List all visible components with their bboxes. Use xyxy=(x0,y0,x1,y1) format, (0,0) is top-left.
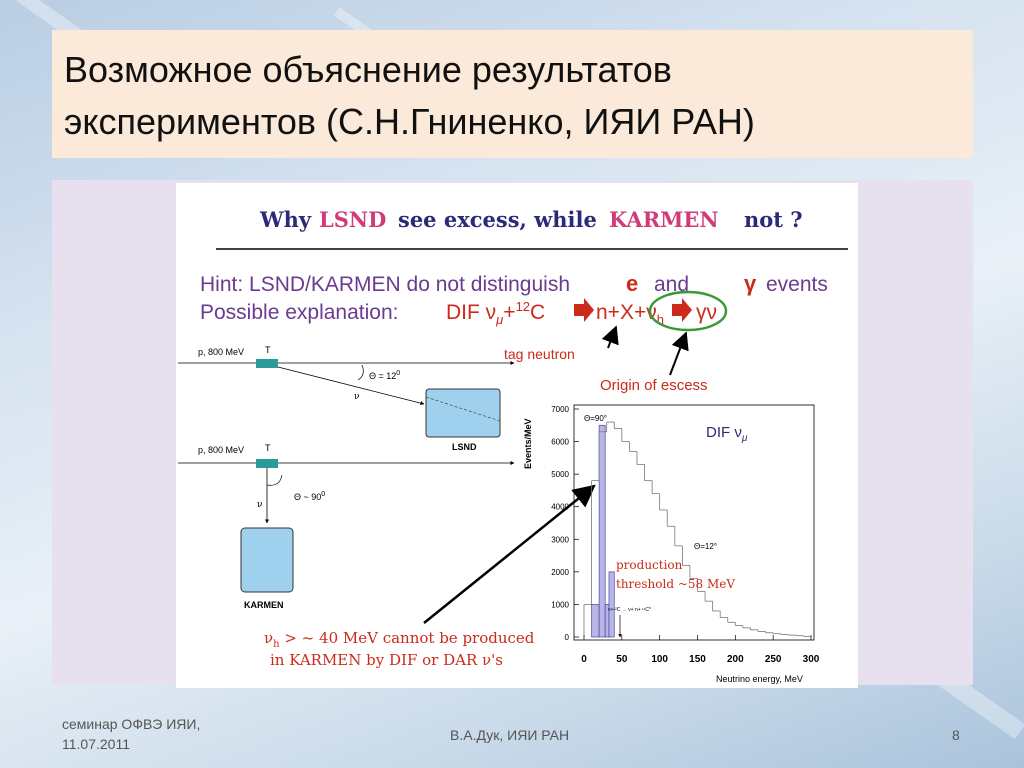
y-tick-label: 0 xyxy=(565,633,570,642)
y-tick-label: 3000 xyxy=(551,535,569,544)
histogram-frame xyxy=(573,404,815,641)
histogram-bar-theta90 xyxy=(608,571,615,638)
x-tick-label: 200 xyxy=(727,654,744,665)
beam1-target-marker: T xyxy=(265,345,271,355)
beam2-nu: ν xyxy=(257,500,262,510)
beam1-label: p, 800 MeV xyxy=(198,347,244,357)
formula-dif: DIF νμ+12C xyxy=(446,299,545,327)
hint-e: e xyxy=(626,271,638,296)
y-tick-label: 2000 xyxy=(551,568,569,577)
x-tick-label: 0 xyxy=(581,654,587,665)
footer-seminar: семинар ОФВЭ ИЯИ, 11.07.2011 xyxy=(62,714,222,754)
beam1-nu-line xyxy=(277,366,425,406)
histogram-xlabel: Neutrino energy, MeV xyxy=(716,674,803,684)
footer-author: В.А.Дук, ИЯИ РАН xyxy=(450,727,570,743)
x-tick-label: 150 xyxy=(689,654,706,665)
hint-and: and xyxy=(654,273,689,296)
page-number: 8 xyxy=(952,727,960,743)
tag-neutron-label: tag neutron xyxy=(504,346,575,362)
histogram-chart: 0 1000 2000 3000 4000 5000 6000 7000 0 50 100 150 20… xyxy=(523,404,820,684)
y-tick-label: 6000 xyxy=(551,438,569,447)
explanation-text: Possible explanation: xyxy=(200,301,398,324)
beam2-target-marker: T xyxy=(265,443,271,453)
dif-label: DIF νμ xyxy=(706,424,748,444)
formula-arrow-1 xyxy=(574,298,594,322)
slide-title: Возможное объяснение результатов экспери… xyxy=(52,30,973,158)
y-tick-label: 4000 xyxy=(551,503,569,512)
headline-karmen: KARMEN xyxy=(609,207,719,232)
hint-events: events xyxy=(766,273,828,296)
y-tick-label: 5000 xyxy=(551,470,569,479)
beam2-theta: Θ ~ 900 xyxy=(294,491,325,502)
reaction-label: ν+¹²C → ν+ n+ ¹¹C* xyxy=(608,607,651,613)
y-tick-label: 7000 xyxy=(551,405,569,414)
title-line-2: экспериментов (С.Н.Гниненко, ИЯИ РАН) xyxy=(64,101,755,142)
highlight-ellipse xyxy=(648,290,728,332)
note-line-2: in KARMEN by DIF or DAR ν's xyxy=(270,651,503,669)
histogram-bar-theta90 xyxy=(591,604,600,638)
histogram-bar-theta90 xyxy=(598,424,606,638)
karmen-label: KARMEN xyxy=(244,600,284,610)
footer-seminar-date: 11.07.2011 xyxy=(62,736,130,752)
lsnd-track xyxy=(425,396,501,422)
x-tick-label: 50 xyxy=(616,654,628,665)
karmen-detector xyxy=(240,527,294,593)
formula-arrow-2 xyxy=(672,298,692,322)
title-line-1: Возможное объяснение результатов xyxy=(64,49,672,90)
beam1-nu: ν xyxy=(354,392,359,402)
note-line-1: νh > ~ 40 MeV cannot be produced xyxy=(264,629,535,650)
lsnd-label: LSND xyxy=(452,442,477,452)
headline-why: Why xyxy=(259,207,312,232)
hint-gamma: γ xyxy=(744,271,757,296)
theta12-label: Θ=12° xyxy=(694,542,717,551)
beam1-angle-arc xyxy=(357,364,364,381)
theta90-label: Θ=90° xyxy=(584,414,607,423)
figure-image: Why LSND see excess, while KARMEN not ? … xyxy=(176,183,858,688)
beam2-angle-arc xyxy=(266,474,283,486)
y-tick-label: 1000 xyxy=(551,600,569,609)
headline-end: not ? xyxy=(744,207,803,232)
histogram-ylabel: Events/MeV xyxy=(523,418,533,469)
note-arrow xyxy=(423,484,596,624)
footer-seminar-line1: семинар ОФВЭ ИЯИ, xyxy=(62,716,201,732)
hint-text: Hint: LSND/KARMEN do not distinguish xyxy=(200,273,570,296)
headline-mid: see excess, while xyxy=(398,207,597,232)
beam1-target xyxy=(256,359,278,368)
x-tick-label: 300 xyxy=(803,654,820,665)
tag-neutron-arrow xyxy=(601,325,619,349)
lsnd-detector xyxy=(425,388,501,438)
x-tick-label: 250 xyxy=(765,654,782,665)
origin-label: Origin of escess xyxy=(600,377,708,394)
formula-products: n+X+νh xyxy=(596,301,664,327)
formula-gamma-nu: γν xyxy=(696,301,717,324)
origin-arrow xyxy=(669,331,689,376)
beam2-target xyxy=(256,459,278,468)
beam1-theta: Θ = 120 xyxy=(369,370,400,381)
beam2-label: p, 800 MeV xyxy=(198,445,244,455)
threshold-label: threshold ~58 MeV xyxy=(616,577,735,591)
headline-lsnd: LSND xyxy=(319,207,386,232)
x-tick-label: 100 xyxy=(651,654,668,665)
production-label: production xyxy=(616,558,683,572)
